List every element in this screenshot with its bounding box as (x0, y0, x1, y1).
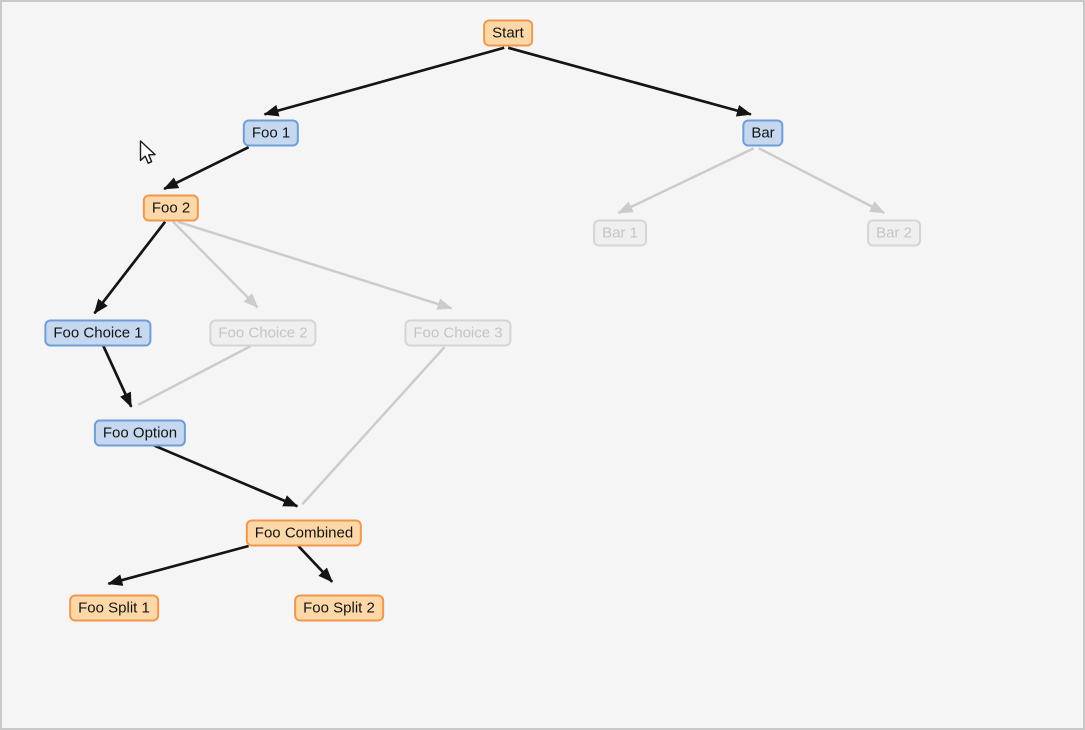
node-label: Foo Choice 2 (218, 324, 308, 342)
node-label: Foo Split 1 (78, 599, 150, 617)
edge-foo-2-to-foo-choice-1 (93, 220, 167, 315)
node-foo-2[interactable]: Foo 2 (142, 194, 200, 222)
node-foo-choice-2[interactable]: Foo Choice 2 (209, 319, 317, 347)
node-foo-split-2[interactable]: Foo Split 2 (294, 594, 384, 622)
node-label: Foo 1 (251, 124, 291, 142)
node-bar[interactable]: Bar (742, 119, 784, 147)
node-label: Foo Split 2 (303, 599, 375, 617)
edge-foo-2-to-foo-choice-3 (177, 220, 453, 310)
node-label: Bar 2 (876, 224, 912, 242)
node-bar-1[interactable]: Bar 1 (593, 219, 647, 247)
edge-foo-option-to-foo-combined (153, 444, 299, 508)
edge-foo-combined-to-foo-split-1 (107, 544, 249, 586)
edge-bar-to-bar-2 (758, 147, 886, 214)
edge-start-to-foo-1 (263, 46, 505, 117)
node-foo-choice-3[interactable]: Foo Choice 3 (404, 319, 512, 347)
node-label: Foo Combined (254, 524, 354, 542)
node-foo-combined[interactable]: Foo Combined (245, 519, 363, 547)
edge-foo-combined-to-foo-split-2 (297, 545, 334, 583)
edge-foo-choice-1-to-foo-option (102, 345, 133, 408)
edge-foo-choice-3-to-foo-combined (301, 346, 446, 506)
node-start[interactable]: Start (483, 19, 533, 47)
node-foo-choice-1[interactable]: Foo Choice 1 (44, 319, 152, 347)
node-label: Bar (751, 124, 775, 142)
edge-foo-1-to-foo-2 (163, 145, 250, 191)
node-label: Foo Option (102, 424, 178, 442)
edge-bar-to-bar-1 (617, 147, 755, 214)
node-foo-1[interactable]: Foo 1 (242, 119, 300, 147)
node-foo-option[interactable]: Foo Option (93, 419, 187, 447)
edge-start-to-bar (507, 46, 752, 117)
node-label: Foo Choice 3 (413, 324, 503, 342)
node-label: Foo 2 (151, 199, 191, 217)
node-bar-2[interactable]: Bar 2 (867, 219, 921, 247)
node-foo-split-1[interactable]: Foo Split 1 (69, 594, 159, 622)
edge-foo-2-to-foo-choice-2 (172, 220, 259, 309)
node-label: Foo Choice 1 (53, 324, 143, 342)
edge-foo-choice-2-to-foo-option (137, 345, 252, 406)
node-label: Bar 1 (602, 224, 638, 242)
node-label: Start (492, 24, 524, 42)
